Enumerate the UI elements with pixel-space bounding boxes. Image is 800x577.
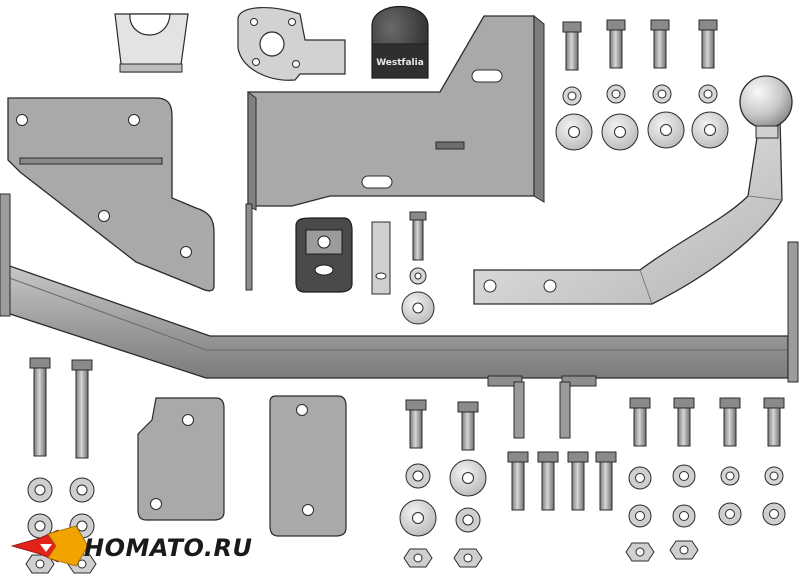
- bottom-center-washers: [399, 459, 487, 568]
- ball-cap: Westfalia: [371, 6, 429, 79]
- top-right-lock-washers: [562, 84, 718, 106]
- flat-strip: [371, 221, 391, 295]
- bottom-middle-bolts: [507, 451, 617, 511]
- right-side-plate: [245, 14, 545, 291]
- brand-name: HOMATO.RU: [84, 534, 253, 562]
- clamp-block: [295, 217, 353, 293]
- small-bolt-center: [409, 211, 427, 261]
- socket-mount-plate: [237, 7, 346, 81]
- top-right-bolts: [562, 19, 718, 71]
- tow-ball: [739, 75, 793, 129]
- reinforcement-plate-right: [269, 395, 347, 537]
- flat-washer-center: [401, 291, 435, 325]
- left-side-plate: [7, 97, 215, 292]
- long-bolts: [29, 357, 93, 459]
- reinforcement-plate-left: [137, 397, 225, 521]
- cap-label: Westfalia: [376, 58, 424, 68]
- socket-bracket: [114, 13, 189, 73]
- lock-washer-center: [409, 267, 427, 285]
- bottom-center-bolts: [405, 399, 479, 451]
- brand-emblem-icon: [10, 525, 89, 567]
- bottom-left-washers: [25, 477, 97, 574]
- bottom-right-bolts: [629, 397, 785, 447]
- top-right-flat-washers: [555, 111, 729, 151]
- bottom-right-washers: [625, 464, 786, 562]
- tow-ball-arm: [473, 75, 793, 305]
- main-crossbar: [0, 193, 799, 439]
